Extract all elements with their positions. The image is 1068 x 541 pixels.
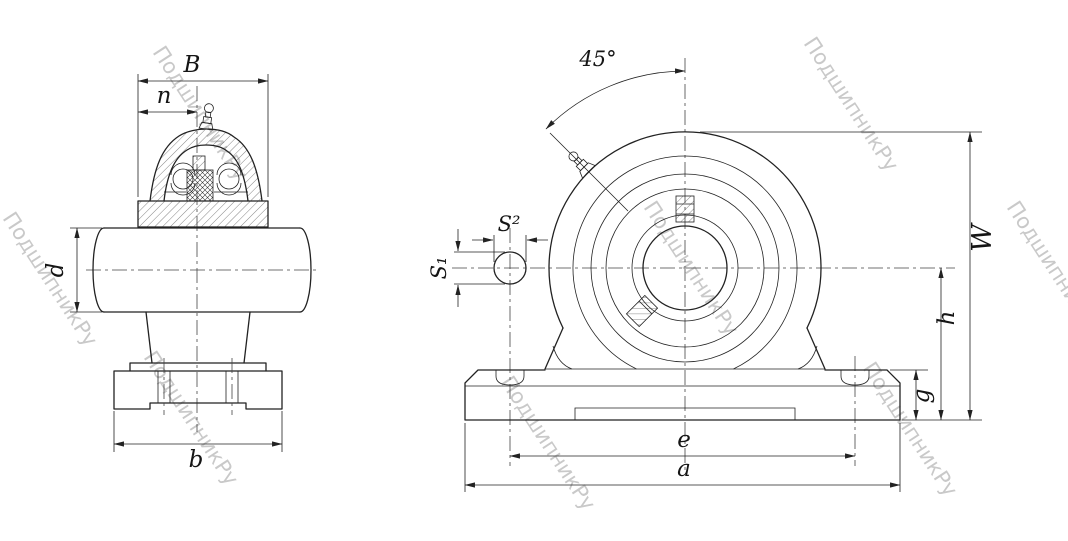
dim-b-label: b [189, 447, 204, 473]
dim-a-label: a [677, 456, 691, 482]
left-view: B n d b [43, 52, 320, 473]
dim-a: a [464, 423, 901, 492]
bearing-section [164, 155, 248, 202]
bolt-hole-circle [493, 251, 527, 285]
dim-e: e [509, 427, 856, 459]
dim-s2: S² [472, 212, 548, 285]
set-screw-side [625, 294, 659, 328]
dim-W-label: W [967, 222, 998, 252]
dim-s2-label: S² [498, 212, 521, 236]
base-front [464, 368, 901, 421]
dim-d: d [43, 227, 102, 313]
watermark-text: ПодшипникРу [1002, 197, 1068, 340]
dim-h-label: h [934, 311, 960, 326]
dim-b: b [113, 411, 283, 473]
dim-B-label: B [183, 52, 201, 78]
dim-g: g [890, 369, 935, 421]
watermark-text: ПодшипникРу [0, 208, 102, 351]
pedestal [145, 311, 251, 364]
dim-s1: S₁ [427, 229, 505, 307]
shaft [92, 227, 312, 313]
dim-s1-label: S₁ [427, 257, 451, 280]
base-side [113, 358, 283, 415]
dim-n-label: n [157, 83, 172, 109]
watermark-text: ПодшипникРу [799, 33, 903, 176]
grease-fitting [198, 103, 214, 131]
dim-n: n [137, 83, 198, 115]
housing-seat-section [137, 200, 269, 228]
dim-W: W [700, 131, 998, 421]
right-view: 45° S² S₁ W h [427, 47, 998, 492]
dim-d-label: d [43, 263, 69, 278]
set-screw-top [675, 195, 695, 223]
watermark-text: ПодшипникРу [496, 372, 600, 515]
dim-e-label: e [677, 427, 691, 453]
watermark-text: ПодшипникРу [858, 358, 962, 501]
dim-B: B [137, 52, 269, 197]
dim-h: h [934, 267, 960, 421]
housing-front [544, 131, 826, 370]
dim-angle-label: 45° [578, 47, 616, 71]
dim-g-label: g [909, 389, 935, 404]
dim-angle-45: 45° [545, 47, 686, 212]
